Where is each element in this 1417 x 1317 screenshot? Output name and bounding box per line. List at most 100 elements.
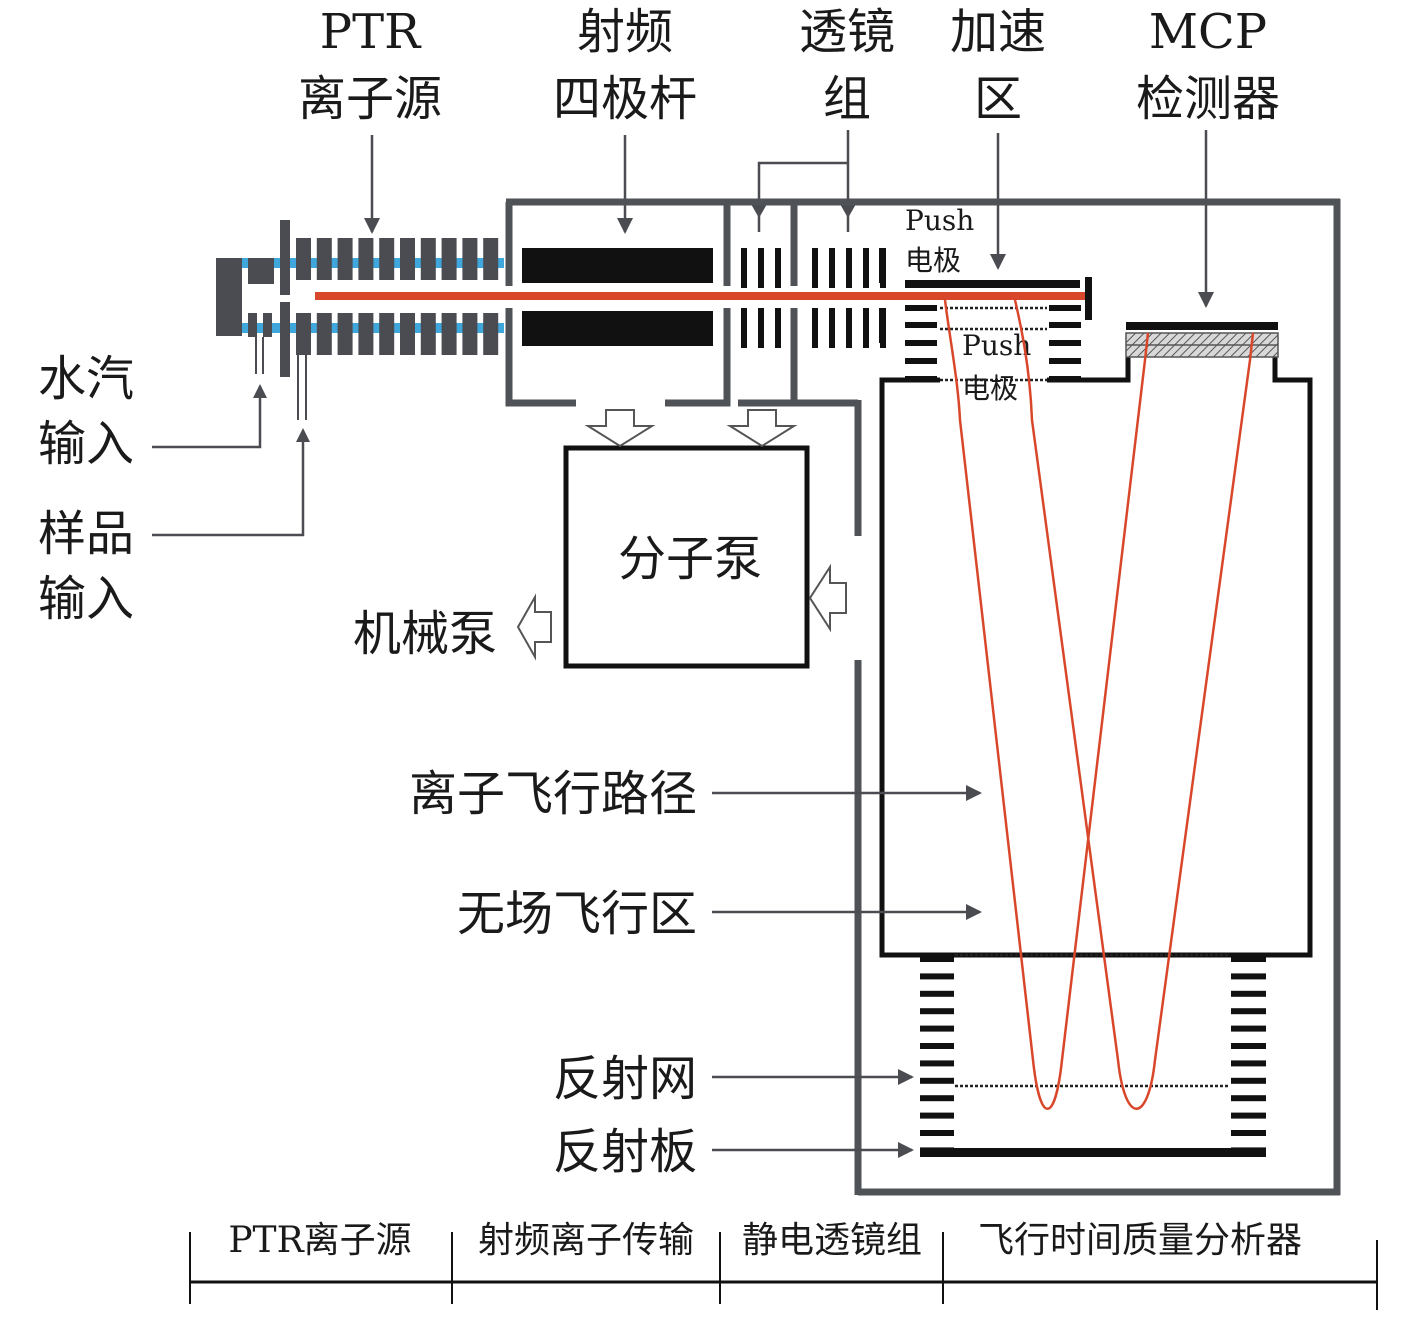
lens-electrode: [829, 248, 835, 288]
acceleration-electrode: [1049, 305, 1081, 311]
reflectron-ring: [1231, 1060, 1266, 1067]
ion-flight-path-curve: [943, 299, 1150, 1110]
reflectron-ring: [1231, 1095, 1266, 1102]
svg-text:电极: 电极: [962, 372, 1018, 405]
drift-ring: [420, 238, 436, 280]
reflectron-ring: [1231, 1147, 1266, 1154]
drift-ring: [379, 313, 395, 355]
svg-text:输入: 输入: [38, 571, 134, 627]
drift-ring: [483, 313, 499, 355]
flight-tube: [879, 333, 1313, 958]
label-mcp-detector: MCP 检测器: [1136, 4, 1280, 127]
reflectron-ring: [920, 1112, 954, 1119]
pump-arrow-down-2: [726, 409, 798, 448]
svg-text:水汽: 水汽: [38, 351, 134, 407]
label-acceleration-region: 加速 区: [950, 4, 1046, 127]
pointer-water-vapor: [152, 386, 262, 449]
reflectron-ring: [1231, 1077, 1266, 1084]
label-rf-quadrupole: 射频 四极杆: [553, 4, 697, 127]
section-ptr-ion-source: PTR离子源: [228, 1220, 411, 1261]
label-water-vapor-input: 水汽 输入: [38, 351, 134, 472]
vacuum-chamber: [505, 198, 1341, 1196]
drift-ring: [316, 238, 332, 280]
section-bar: PTR离子源 射频离子传输 静电透镜组 飞行时间质量分析器: [189, 1220, 1378, 1310]
lens-electrode: [758, 308, 764, 348]
drift-ring: [337, 313, 353, 355]
svg-text:电极: 电极: [905, 244, 961, 277]
quadrupole-rod-upper: [522, 248, 713, 283]
ptr-ion-source: [216, 220, 504, 420]
section-electrostatic-lens: 静电透镜组: [742, 1220, 922, 1261]
lens-electrode: [812, 308, 818, 348]
label-ion-flight-path: 离子飞行路径: [409, 766, 697, 822]
acceleration-electrode: [905, 305, 937, 311]
drift-ring: [441, 238, 457, 280]
acceleration-electrode: [905, 322, 937, 328]
reflectron-ring: [1231, 1043, 1266, 1049]
svg-text:透镜: 透镜: [799, 4, 895, 60]
reflectron-ring: [1231, 990, 1266, 997]
svg-text:加速: 加速: [950, 4, 1046, 60]
reflectron-ring: [1231, 973, 1266, 980]
svg-text:组: 组: [823, 71, 871, 127]
drift-ring: [358, 238, 374, 280]
label-lens-group: 透镜 组: [799, 4, 895, 127]
svg-text:四极杆: 四极杆: [553, 71, 697, 127]
pointer-lens-group: [757, 130, 850, 232]
push-electrode-label-upper: Push 电极: [905, 204, 974, 277]
svg-text:PTR: PTR: [320, 4, 422, 60]
svg-text:区: 区: [974, 71, 1022, 127]
hollow-cathode: [216, 258, 242, 336]
reflectron-ring: [1231, 956, 1266, 962]
drift-ring: [316, 313, 332, 355]
label-reflectron-plate: 反射板: [553, 1124, 697, 1180]
reflectron-ring: [1231, 1130, 1266, 1136]
drift-ring: [296, 238, 311, 280]
reflectron-ring: [920, 973, 954, 980]
push-electrode-label-lower: Push 电极: [962, 329, 1031, 405]
molecular-pump-label: 分子泵: [618, 531, 762, 587]
acceleration-electrode: [905, 340, 937, 346]
reflectron-ring: [920, 1043, 954, 1049]
reflectron-ring: [920, 990, 954, 997]
acceleration-electrode: [1049, 340, 1081, 346]
drift-ring: [337, 238, 353, 280]
lens-electrode: [741, 308, 747, 348]
lens-electrode: [846, 308, 852, 348]
section-rf-ion-transfer: 射频离子传输: [478, 1220, 694, 1261]
reflectron-ring: [920, 956, 954, 962]
acceleration-electrode: [1049, 358, 1081, 364]
svg-text:MCP: MCP: [1149, 4, 1267, 60]
reflectron: [920, 953, 1266, 1157]
arrowhead-sample: [296, 428, 310, 442]
drift-ring: [462, 238, 478, 280]
label-reflectron-grid: 反射网: [553, 1051, 697, 1107]
mechanical-pump-label: 机械泵: [353, 606, 497, 662]
reflectron-ring: [920, 1008, 954, 1015]
lens-electrode: [863, 248, 869, 288]
ion-flight-path-curve-2: [1013, 299, 1255, 1110]
drift-ring: [358, 313, 374, 355]
reflectron-ring: [1231, 1025, 1266, 1032]
svg-text:Push: Push: [962, 329, 1031, 362]
molecular-pump-box: [563, 445, 810, 669]
push-electrode-plate: [905, 280, 1080, 288]
pump-arrow-down-1: [584, 409, 656, 448]
reflectron-ring: [1231, 1008, 1266, 1015]
label-field-free-region: 无场飞行区: [457, 886, 697, 942]
label-ptr-source: PTR 离子源: [298, 4, 442, 127]
drift-ring: [296, 313, 311, 355]
acceleration-electrode: [905, 358, 937, 364]
pump-arrow-left-tof: [808, 563, 847, 633]
drift-ring: [483, 238, 499, 280]
lens-electrode: [775, 248, 781, 288]
svg-text:输入: 输入: [38, 416, 134, 472]
lens-electrode: [758, 248, 764, 288]
reflectron-ring: [920, 1095, 954, 1102]
drift-ring: [400, 238, 415, 280]
lens-electrode: [812, 248, 818, 288]
reflectron-ring: [920, 1060, 954, 1067]
pointer-sample: [152, 432, 305, 537]
svg-text:Push: Push: [905, 204, 974, 237]
